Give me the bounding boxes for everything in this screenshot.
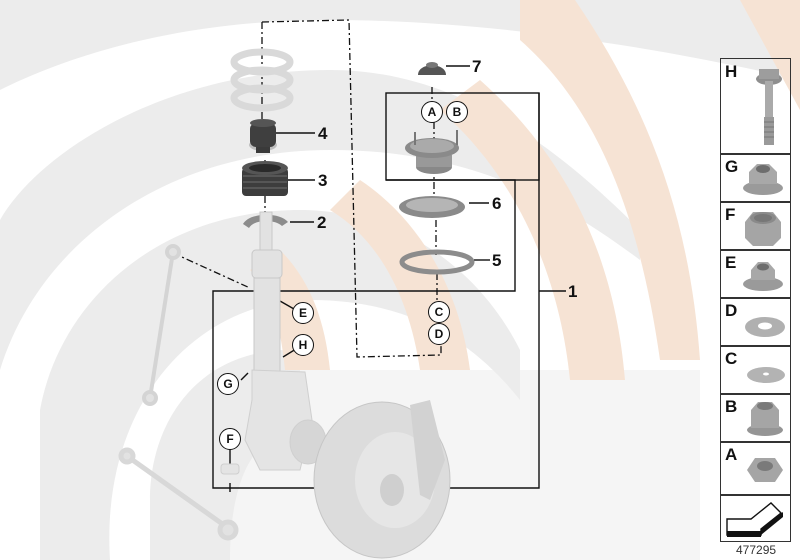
figure-number: 477295 xyxy=(736,543,777,557)
lock-nut-icon xyxy=(745,212,781,246)
flange-nut-icon xyxy=(743,164,783,195)
part-spring-seat-6 xyxy=(399,196,465,218)
kit-letter-h: H xyxy=(725,62,738,81)
collar-lock-nut-icon xyxy=(747,402,783,436)
flange-nut-icon xyxy=(743,262,783,291)
bubble-g: G xyxy=(217,373,239,395)
kit-letter-d: D xyxy=(725,301,738,320)
part-strut xyxy=(251,211,283,379)
kit-item-a: A xyxy=(720,441,791,496)
kit-footer xyxy=(720,494,791,542)
washer-small-bore-icon xyxy=(747,367,785,383)
bubble-h: H xyxy=(292,334,314,356)
part-brake-disc xyxy=(313,400,451,559)
bubble-e: E xyxy=(292,302,314,324)
kit-item-h: H xyxy=(720,58,791,155)
bubble-d: D xyxy=(428,323,450,345)
kit-item-f: F xyxy=(720,201,791,251)
kit-letter-b: B xyxy=(725,397,738,416)
callout-5: 5 xyxy=(492,251,502,270)
bubble-f: F xyxy=(219,428,241,450)
callout-3: 3 xyxy=(318,171,328,190)
kit-brackets xyxy=(212,92,566,489)
kit-letter-c: C xyxy=(725,349,738,368)
bubble-a: A xyxy=(421,101,443,123)
kit-item-b: B xyxy=(720,393,791,443)
part-clip-2 xyxy=(243,214,288,228)
bubble-b: B xyxy=(446,101,468,123)
kit-letter-g: G xyxy=(725,157,739,176)
kit-item-c: C xyxy=(720,345,791,395)
part-spring xyxy=(230,48,294,112)
kit-letter-f: F xyxy=(725,205,736,224)
callout-6: 6 xyxy=(492,194,502,213)
callout-7: 7 xyxy=(472,57,482,76)
bubble-c: C xyxy=(428,301,450,323)
callout-2: 2 xyxy=(317,213,327,232)
kit-item-e: E xyxy=(720,249,791,299)
hex-bolt-icon xyxy=(756,69,782,145)
leader-lines-dashed xyxy=(172,19,442,358)
part-knuckle xyxy=(220,369,327,475)
kit-item-g: G xyxy=(720,153,791,203)
arrow-left-down-icon xyxy=(726,502,783,537)
part-strut-mount xyxy=(405,130,459,174)
part-stabilizer-link xyxy=(142,244,181,406)
part-bellows-3 xyxy=(242,161,288,196)
kit-item-d: D xyxy=(720,297,791,347)
part-tie-rod xyxy=(118,447,239,541)
callout-4: 4 xyxy=(318,124,328,143)
hex-lock-nut-icon xyxy=(747,458,783,482)
part-bump-stop-4 xyxy=(249,119,277,153)
callout-1: 1 xyxy=(568,282,578,301)
part-spring-pad-5 xyxy=(399,249,475,275)
part-cap-7 xyxy=(418,62,446,75)
washer-large-bore-icon xyxy=(745,317,785,337)
kit-letter-e: E xyxy=(725,253,737,272)
kit-letter-a: A xyxy=(725,445,738,464)
